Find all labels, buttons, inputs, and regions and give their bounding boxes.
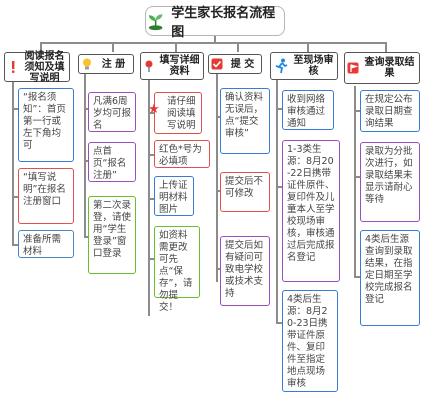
- column-6-tick: [354, 110, 360, 112]
- column-6-box-1: 在规定公布录取日期查询结果: [360, 90, 420, 132]
- column-5-header: 至现场审核: [270, 52, 338, 80]
- column-1-header: 阅读报名须知及填写说明: [4, 50, 70, 84]
- column-5-box-1: 收到网络审核通过通知: [282, 90, 334, 130]
- column-6-tick: [354, 176, 360, 178]
- column-3-tick: [148, 258, 154, 260]
- column-4-box-1: 确认资料无误后，点“提交审核”: [220, 88, 270, 154]
- column-3-tick: [148, 154, 154, 156]
- column-5-box-2: 1-3类生源：8月20-22日携带证件原件、复印件及儿童本人至学校现场审核，审核…: [282, 140, 340, 282]
- column-3-tick: [148, 198, 154, 200]
- connector-trunk: [214, 36, 216, 42]
- connector-drop-5: [307, 42, 309, 52]
- column-1-box-3: 准备所需材料: [18, 230, 74, 258]
- column-1-box-2: “填写说明”在报名注册窗口: [18, 168, 74, 224]
- connector-bar: [40, 42, 386, 44]
- check-icon: [211, 58, 223, 70]
- column-2-header: 注 册: [78, 54, 134, 74]
- column-3-title: 填写详细资料: [159, 55, 200, 77]
- connector-drop-6: [385, 42, 387, 52]
- column-4-tick: [216, 116, 222, 118]
- column-3-box-4: 如资料需更改可先点“保存”，请勿提交！: [154, 226, 200, 313]
- pin-icon: [143, 60, 155, 72]
- column-1-box-1: “报名须知”：首页第一行或左下角均可: [18, 88, 74, 162]
- connector-drop-1: [40, 42, 42, 52]
- running-person-icon: [273, 58, 289, 74]
- column-5-tick: [276, 108, 282, 110]
- column-3-header: 填写详细资料: [140, 52, 204, 80]
- column-3-tick: [148, 112, 154, 114]
- column-2-tick: [84, 236, 90, 238]
- page-title: 学生家长报名流程图: [171, 6, 276, 40]
- column-1-spine: [12, 82, 14, 244]
- column-6-header: 查询录取结果: [344, 52, 420, 84]
- connector-drop-3: [175, 42, 177, 52]
- connector-drop-2: [112, 42, 114, 52]
- exclamation-icon: [7, 61, 19, 73]
- column-3-box-1: 请仔细阅读填写说明: [154, 92, 202, 134]
- column-4-box-2: 提交后不可修改: [220, 172, 270, 212]
- column-4-title: 提 交: [230, 58, 255, 70]
- column-3-box-3: 上传证明材料图片: [154, 176, 194, 216]
- column-6-box-2: 录取为分批次进行，如录取结果未显示请耐心等待: [360, 142, 420, 222]
- column-6-tick: [354, 276, 360, 278]
- title-box: 学生家长报名流程图: [145, 6, 285, 40]
- column-5-spine: [276, 74, 278, 322]
- lightbulb-icon: [81, 58, 93, 70]
- flag-icon: [347, 62, 359, 74]
- column-4-tick: [216, 190, 222, 192]
- column-2-tick: [84, 160, 90, 162]
- column-1-title: 阅读报名须知及填写说明: [24, 50, 65, 84]
- column-5-title: 至现场审核: [293, 55, 334, 77]
- column-2-box-3: 第二次录登，请使用“学生登录”窗口登录: [88, 196, 136, 274]
- column-6-spine: [354, 86, 356, 276]
- column-1-tick: [12, 244, 18, 246]
- column-5-box-3: 4类后生源：8月20-23日携带证件原件、复印件至指定地点现场审核: [282, 290, 338, 392]
- column-1-tick: [12, 196, 18, 198]
- column-4-tick: [216, 268, 222, 270]
- column-2-box-2: 点首页“报名注册”: [88, 142, 136, 182]
- star-icon: ★: [148, 102, 160, 117]
- column-2-title: 注 册: [101, 58, 126, 70]
- column-4-header: 提 交: [208, 54, 262, 74]
- column-2-spine: [84, 72, 86, 236]
- column-5-tick: [276, 322, 282, 324]
- column-6-title: 查询录取结果: [364, 57, 415, 79]
- column-5-tick: [276, 186, 282, 188]
- column-6-box-3: 4类后生源查询到录取结果，在指定日期至学校完成报名登记: [360, 230, 420, 326]
- column-4-box-3: 提交后如有疑问可致电学校或技术支持: [220, 236, 270, 306]
- column-2-tick: [84, 108, 90, 110]
- column-1-tick: [12, 108, 18, 110]
- column-3-box-2: 红色*号为必填项: [154, 140, 210, 168]
- column-2-box-1: 凡满6周岁均可报名: [88, 92, 136, 132]
- connector-drop-4: [237, 42, 239, 52]
- column-4-spine: [216, 72, 218, 282]
- sprout-icon: [148, 14, 163, 31]
